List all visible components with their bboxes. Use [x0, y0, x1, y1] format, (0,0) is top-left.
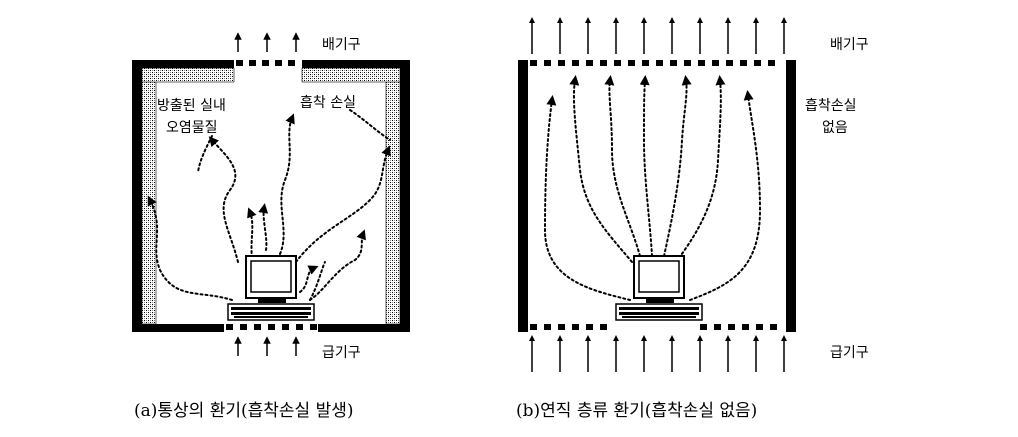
panel-a-right-wall [400, 60, 410, 332]
panel-b-laminar-flows [543, 75, 762, 301]
panel-a-supply-label: 급기구 [322, 345, 361, 361]
panel-b-right-wall [786, 60, 796, 332]
panel-b-caption: (b)연직 층류 환기(흡착손실 없음) [516, 401, 757, 421]
panel-b-no-adsorption-label-1: 흡착손실 [805, 98, 857, 114]
panel-a-exhaust-opening [236, 60, 295, 66]
panel-b-supply-label: 급기구 [830, 345, 869, 361]
panel-a-supply-arrows [234, 336, 300, 356]
panel-a-exhaust-arrows [234, 32, 300, 52]
panel-a-bottom-wall-left [132, 324, 224, 332]
panel-a-supply-opening [226, 324, 317, 330]
keyboard-icon [615, 303, 703, 321]
panel-b: 배기구 급기구 흡착손실 없음 (b)연직 층류 환기(흡착손실 없음) [516, 17, 869, 421]
panel-a-pollutant-label-2: 오염물질 [166, 120, 218, 136]
panel-a-top-wall-left [132, 60, 234, 68]
panel-a-left-wall [132, 60, 142, 332]
panel-a-adsorption-label: 흡착 손실 [300, 95, 356, 111]
panel-b-supply-arrows [529, 335, 787, 372]
panel-b-computer [615, 255, 703, 321]
panel-a-top-wall-right [302, 60, 410, 68]
panel-a-pollutant-flows [147, 109, 391, 301]
panel-a-computer [227, 255, 315, 321]
panel-b-supply-opening [530, 324, 777, 330]
panel-a: 배기구 급기구 방출된 실내 오염물질 흡착 손실 (a)통상의 환기(흡착손실… [132, 32, 410, 421]
panel-b-exhaust-label: 배기구 [830, 37, 869, 53]
panel-b-no-adsorption-label-2: 없음 [822, 120, 848, 136]
panel-b-left-wall [518, 60, 528, 332]
panel-a-caption: (a)통상의 환기(흡착손실 발생) [134, 401, 354, 421]
panel-a-bottom-wall-right [318, 324, 410, 332]
computer-monitor-icon [633, 255, 685, 303]
panel-a-adsorption-layer [141, 67, 401, 325]
panel-a-exhaust-label: 배기구 [322, 37, 361, 53]
keyboard-icon [227, 303, 315, 321]
panel-b-exhaust-opening [530, 60, 775, 66]
panel-a-pollutant-label-1: 방출된 실내 [157, 98, 226, 114]
panel-b-exhaust-arrows [529, 17, 787, 54]
computer-monitor-icon [245, 255, 297, 303]
